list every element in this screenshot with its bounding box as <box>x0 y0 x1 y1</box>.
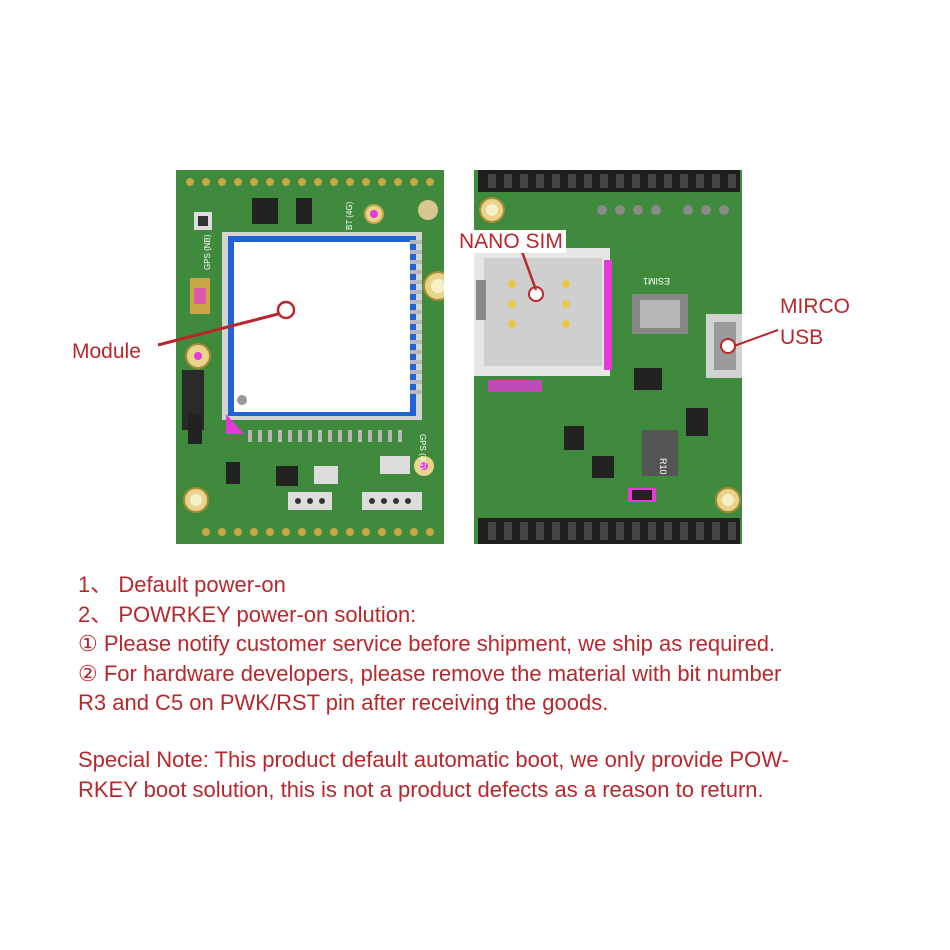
special-note-line-1: Special Note: This product default autom… <box>78 747 789 772</box>
instructions: 1、 Default power-on 2、 POWRKEY power-on … <box>78 570 781 718</box>
special-note-line-2: RKEY boot solution, this is not a produc… <box>78 777 764 802</box>
usb-callout-label-line1: MIRCO <box>780 295 850 318</box>
silk-label-esim: ESIM1 <box>643 276 670 286</box>
pcb-front-board: BT (4G) GPS (NB) GPS (4G) <box>176 170 444 544</box>
nano-sim-callout-label: NANO SIM <box>456 230 566 253</box>
pcb-back-board: ESIM1 R10 <box>474 170 742 544</box>
silk-label-bt: BT (4G) <box>345 201 354 230</box>
special-note: Special Note: This product default autom… <box>78 745 878 805</box>
instruction-line-1: 1、 Default power-on <box>78 572 286 597</box>
silk-label-gps-4g: GPS (4G) <box>418 434 427 469</box>
instruction-line-5: R3 and C5 on PWK/RST pin after receiving… <box>78 690 609 715</box>
instruction-line-3: ① Please notify customer service before … <box>78 631 776 656</box>
usb-callout-label-line2: USB <box>780 326 824 349</box>
module-callout-label: Module <box>72 340 141 363</box>
instruction-line-2: 2、 POWRKEY power-on solution: <box>78 601 417 627</box>
silk-label-gps-nb: GPS (NB) <box>203 234 212 270</box>
instruction-line-4: ② For hardware developers, please remove… <box>78 660 782 686</box>
silk-label-r10: R10 <box>658 458 668 475</box>
